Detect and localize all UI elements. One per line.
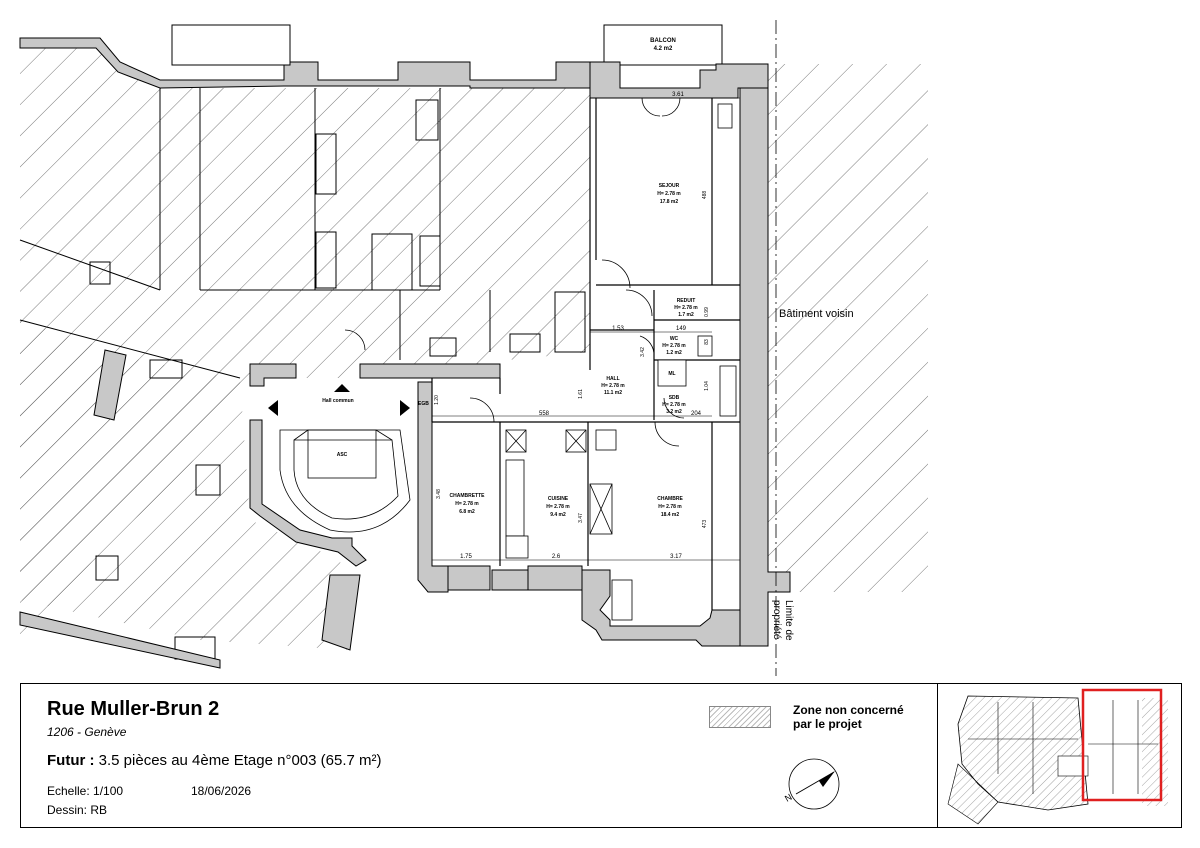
chambrette-label: CHAMBRETTE [450, 493, 486, 499]
dim-149: 149 [676, 326, 687, 332]
sdb-area: 3.2 m2 [666, 409, 682, 415]
futur-text: 3.5 pièces au 4ème Etage n°003 (65.7 m²) [94, 752, 382, 769]
dim-104: 1.04 [704, 381, 710, 391]
title-block: Rue Muller-Brun 2 1206 - Genève Futur : … [20, 683, 1182, 828]
wc-height: H= 2.78 m [662, 343, 686, 349]
room-labels: SEJOUR H= 2.78 m 17.8 m2 REDUIT H= 2.78 … [450, 183, 699, 518]
dim-347: 3.47 [578, 513, 584, 523]
key-plan-highlight [1081, 688, 1163, 802]
hall-label: HALL [606, 376, 619, 382]
dim-488: 488 [702, 191, 708, 200]
dimension-labels: 3.61 488 0.99 1.53 149 83 3.42 1.61 1.04… [434, 92, 710, 560]
dim-083: 83 [704, 339, 710, 345]
address-title: Rue Muller-Brun 2 [47, 698, 220, 720]
dim-175: 1.75 [460, 554, 472, 560]
cuisine-area: 9.4 m2 [550, 512, 566, 518]
arrow-right-icon [400, 400, 410, 416]
sejour-height: H= 2.78 m [657, 191, 681, 197]
dim-473: 473 [702, 520, 708, 529]
staircase [279, 429, 411, 533]
balcon-area: 4.2 m2 [654, 46, 673, 52]
futur-label: Futur : [47, 752, 95, 769]
legend-hatch-swatch [709, 706, 771, 728]
chambre-height: H= 2.78 m [658, 504, 682, 510]
dim-361: 3.61 [672, 92, 684, 98]
balcon-right [603, 24, 723, 66]
dim-153: 1.53 [612, 326, 624, 332]
key-plan-drawing [947, 688, 1168, 825]
door-swings [344, 97, 685, 447]
floor-plan: BALCON 4.2 m2 [19, 20, 928, 676]
balcon-left [171, 24, 291, 66]
egb-label: EGB [418, 401, 429, 407]
chambrette-area: 6.8 m2 [459, 509, 475, 515]
dim-099: 0.99 [704, 307, 710, 317]
dim-120: 1.20 [434, 395, 440, 405]
sejour-label: SEJOUR [659, 183, 680, 189]
dim-348: 3.48 [436, 489, 442, 499]
arrow-up-icon [334, 384, 350, 392]
asc-label: ASC [337, 452, 348, 458]
wc-label: WC [670, 336, 679, 342]
key-plan [937, 684, 1183, 827]
cuisine-height: H= 2.78 m [546, 504, 570, 510]
limite-propriete-line2: propriété [771, 600, 782, 640]
dim-342: 3.42 [640, 347, 646, 357]
sejour-area: 17.8 m2 [660, 199, 679, 205]
hall-area: 11.1 m2 [604, 390, 622, 396]
date-text: 18/06/2026 [191, 784, 252, 798]
chambre-area: 18.4 m2 [661, 512, 680, 518]
dim-204: 204 [691, 411, 702, 417]
reduit-label: REDUIT [677, 298, 696, 304]
legend-line2: par le projet [793, 717, 862, 731]
project-description: Futur : 3.5 pièces au 4ème Etage n°003 (… [47, 752, 381, 769]
sdb-label: SDB [669, 395, 680, 401]
balcon-label: BALCON [650, 38, 676, 44]
dimension-lines [431, 97, 740, 600]
legend-line1: Zone non concerné [793, 703, 904, 717]
non-concerned-walls [19, 37, 591, 669]
hall-commun-label: Hall commun [322, 398, 353, 404]
neighbour-building-area [768, 64, 928, 592]
cuisine-label: CUISINE [548, 496, 569, 502]
north-letter: N [783, 792, 794, 804]
arrow-left-icon [268, 400, 278, 416]
scale-text: Echelle: 1/100 [47, 784, 124, 798]
legend-text: Zone non concerné par le projet [793, 703, 943, 731]
city-subtitle: 1206 - Genève [47, 725, 127, 739]
dim-26: 2.6 [552, 554, 561, 560]
non-concerned-interior [19, 44, 586, 660]
fixtures [505, 103, 737, 621]
sdb-height: H= 2.78 m [662, 402, 686, 408]
batiment-voisin-label: Bâtiment voisin [779, 308, 854, 320]
apartment-walls [249, 61, 791, 647]
hall-height: H= 2.78 m [601, 383, 625, 389]
wc-area: 1.2 m2 [666, 350, 682, 356]
reduit-area: 1.7 m2 [678, 312, 694, 318]
chambre-label: CHAMBRE [657, 496, 683, 502]
dim-558: 558 [539, 411, 550, 417]
drawn-by-text: Dessin: RB [47, 803, 108, 817]
limite-propriete-line1: Limite de [783, 600, 794, 641]
ml-label: ML [668, 371, 675, 377]
dim-161: 1.61 [578, 389, 584, 399]
dim-317: 3.17 [670, 554, 682, 560]
north-arrow-icon: N [783, 758, 840, 810]
reduit-height: H= 2.78 m [674, 305, 698, 311]
chambrette-height: H= 2.78 m [455, 501, 479, 507]
